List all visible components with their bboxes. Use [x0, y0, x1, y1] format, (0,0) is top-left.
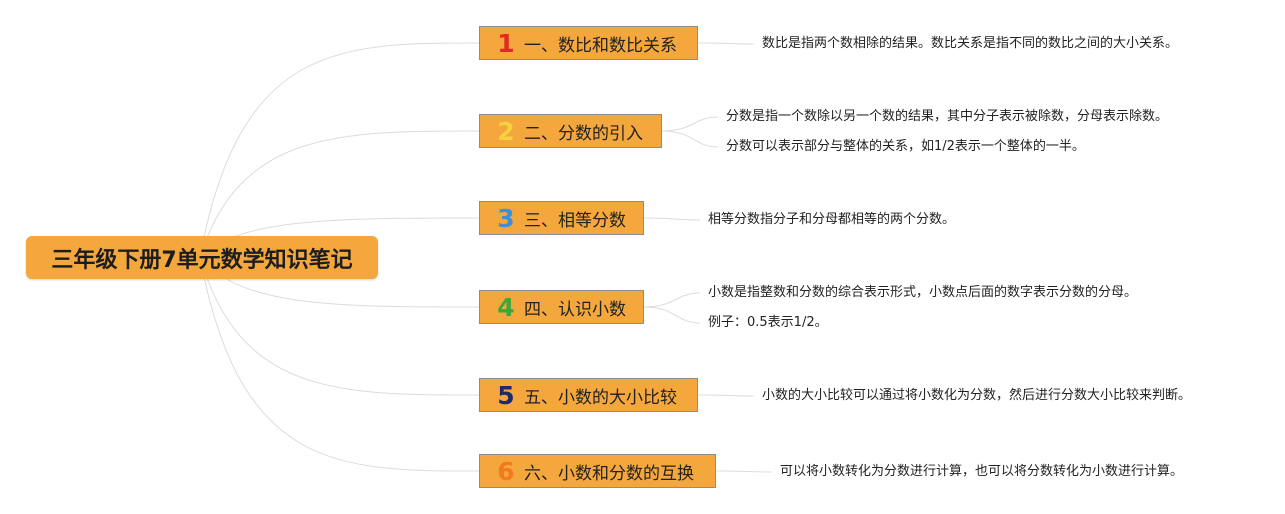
root-node[interactable]: 三年级下册7单元数学知识笔记: [26, 236, 378, 279]
root-title: 三年级下册7单元数学知识笔记: [51, 247, 353, 273]
number-badge-5: 5: [497, 380, 515, 410]
branch-label-4: 四、认识小数: [524, 299, 626, 320]
branch-label-5: 五、小数的大小比较: [524, 387, 677, 408]
number-badge-4: 4: [497, 292, 515, 322]
branch-label-6: 六、小数和分数的互换: [524, 463, 694, 484]
branch-node-6[interactable]: 6 六、小数和分数的互换: [479, 454, 716, 488]
connector-root-to-branch-6: [199, 256, 480, 472]
connector-root-to-branch-5: [199, 256, 480, 396]
note-2-2: 分数可以表示部分与整体的关系，如1/2表示一个整体的一半。: [726, 139, 1085, 154]
branch-node-2[interactable]: 2 二、分数的引入: [479, 114, 662, 148]
number-badge-2: 2: [497, 116, 515, 146]
branch-node-4[interactable]: 4 四、认识小数: [479, 290, 644, 324]
branch-node-3[interactable]: 3 三、相等分数: [479, 201, 644, 235]
connector-branch-2-to-note-1: [661, 116, 719, 132]
branch-label-3: 三、相等分数: [524, 210, 626, 231]
connector-branch-5-to-note-1: [697, 394, 755, 397]
note-5-1: 小数的大小比较可以通过将小数化为分数，然后进行分数大小比较来判断。: [762, 388, 1192, 403]
number-badge-6: 6: [497, 456, 515, 486]
connector-branch-3-to-note-1: [643, 217, 701, 221]
connector-branch-1-to-note-1: [697, 42, 755, 45]
note-1-1: 数比是指两个数相除的结果。数比关系是指不同的数比之间的大小关系。: [762, 36, 1179, 51]
number-badge-1: 1: [497, 28, 515, 58]
note-6-1: 可以将小数转化为分数进行计算，也可以将分数转化为小数进行计算。: [780, 464, 1184, 479]
connector-branch-4-to-note-2: [643, 306, 701, 324]
branch-label-1: 一、数比和数比关系: [524, 35, 677, 56]
connector-branch-2-to-note-2: [661, 130, 719, 148]
branch-node-1[interactable]: 1 一、数比和数比关系: [479, 26, 698, 60]
connector-root-to-branch-1: [199, 42, 480, 258]
branch-node-5[interactable]: 5 五、小数的大小比较: [479, 378, 698, 412]
connector-branch-4-to-note-1: [643, 292, 701, 308]
number-badge-3: 3: [497, 203, 515, 233]
connector-root-to-branch-2: [199, 130, 480, 258]
branch-label-2: 二、分数的引入: [524, 123, 643, 144]
note-3-1: 相等分数指分子和分母都相等的两个分数。: [708, 212, 956, 227]
note-4-1: 小数是指整数和分数的综合表示形式，小数点后面的数字表示分数的分母。: [708, 285, 1138, 300]
connector-branch-6-to-note-1: [715, 470, 773, 473]
note-2-1: 分数是指一个数除以另一个数的结果，其中分子表示被除数，分母表示除数。: [726, 109, 1169, 124]
note-4-2: 例子：0.5表示1/2。: [708, 315, 828, 330]
